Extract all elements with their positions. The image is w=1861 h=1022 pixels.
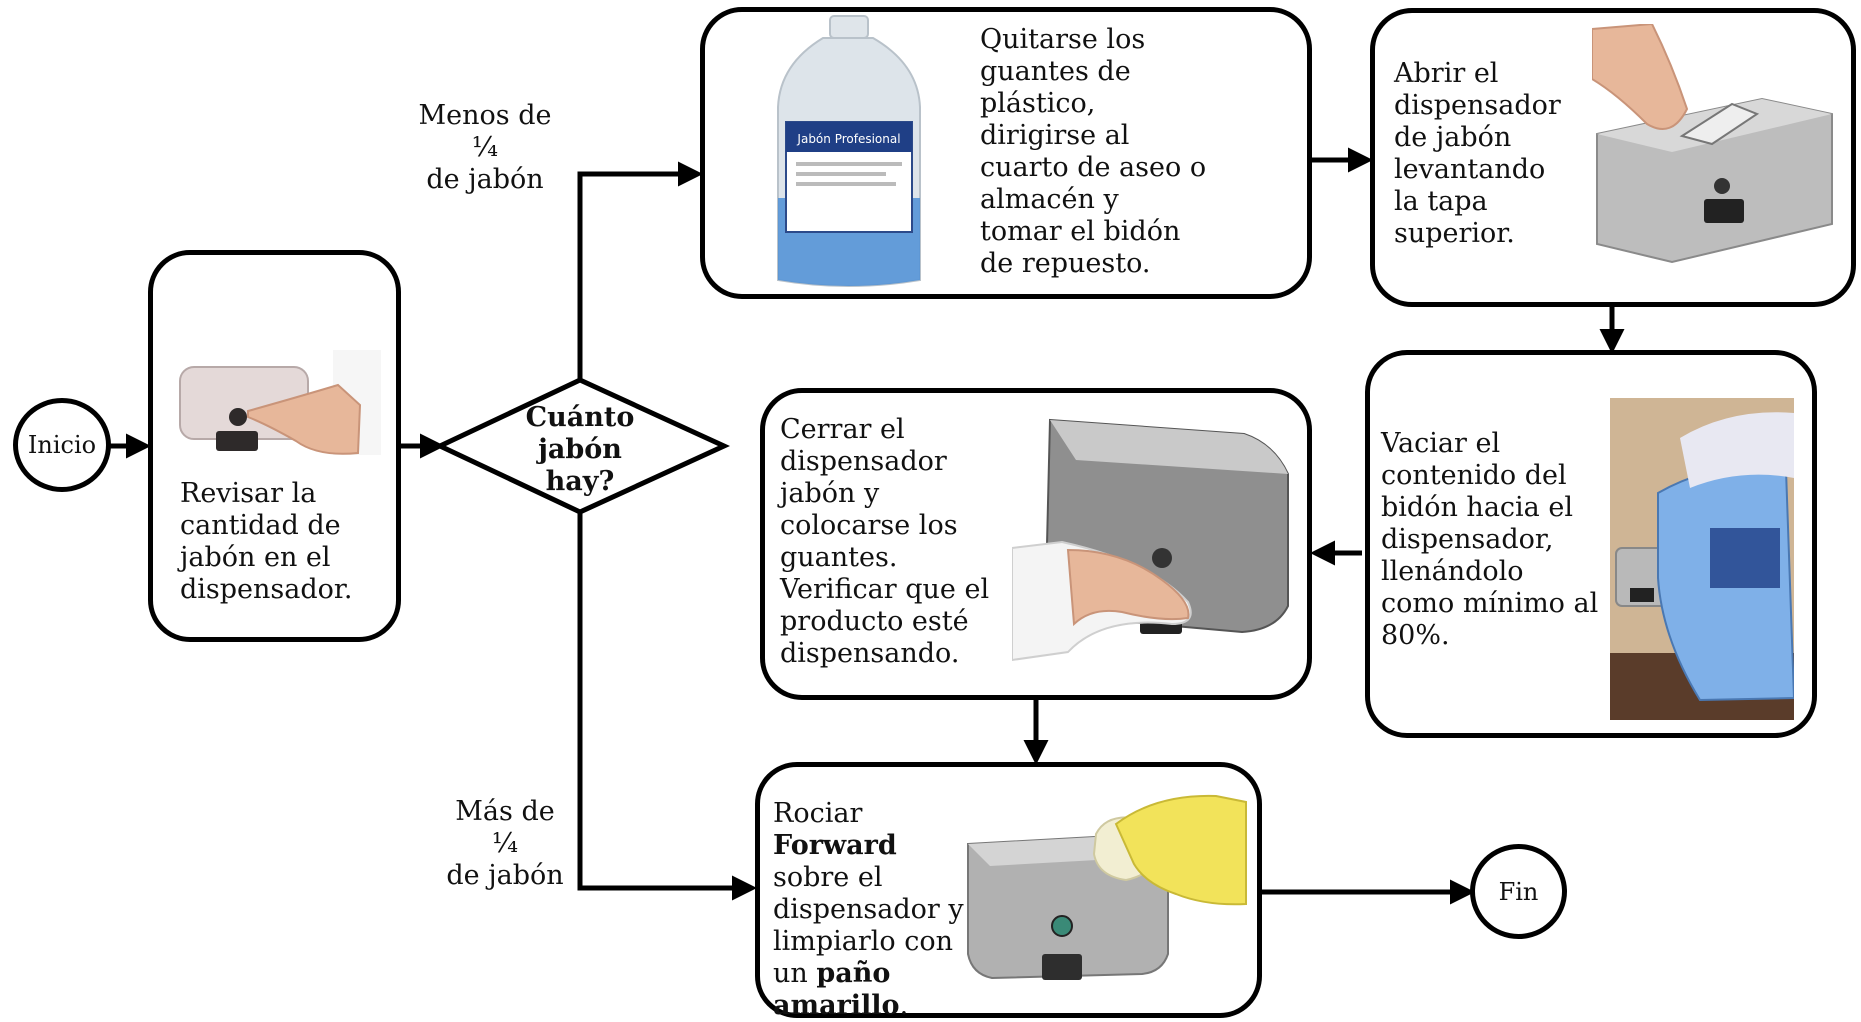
step-spray-text: Rociar Forward sobre el dispensador y li… [773,798,983,1022]
decision-text: Cuánto jabón hay? [525,402,635,497]
spray-text-bold-1: Forward [773,830,897,861]
start-label: Inicio [27,431,97,459]
dispenser-press-image [179,350,381,455]
arrow-decision-down [577,512,757,901]
step-empty-text: Vaciar el contenido del bidón hacia el d… [1381,428,1599,651]
branch-label-more: Más de ¼ de jabón [446,796,564,891]
branch-label-less: Menos de ¼ de jabón [418,100,552,195]
bottle-image: Jabón Profesional [777,15,921,287]
spray-text-bold-2: paño amarillo [773,958,900,1021]
bottle-label: Jabón Profesional [796,132,900,146]
spray-text-3: . [899,990,909,1021]
end-node: Fin [1470,844,1567,939]
step-gloves-off-text: Quitarse los guantes de plástico, dirigi… [980,24,1207,279]
dispenser-open-image [1592,24,1833,264]
step-close-text: Cerrar el dispensador jabón y colocarse … [780,414,990,669]
step-open-text: Abrir el dispensador de jabón levantando… [1394,58,1561,249]
cleaning-image [967,794,1247,980]
arrow-decision-up [577,161,703,380]
decision-diamond [434,377,731,515]
step-check-text: Revisar la cantidad de jabón en el dispe… [180,478,353,605]
end-label: Fin [1498,877,1539,906]
spray-text-2: sobre el dispensador y limpiarlo con un [773,862,964,989]
spray-text-1: Rociar [773,798,863,829]
start-node: Inicio [13,398,111,492]
dispenser-closed-image [1012,418,1289,662]
refill-image [1610,398,1794,720]
